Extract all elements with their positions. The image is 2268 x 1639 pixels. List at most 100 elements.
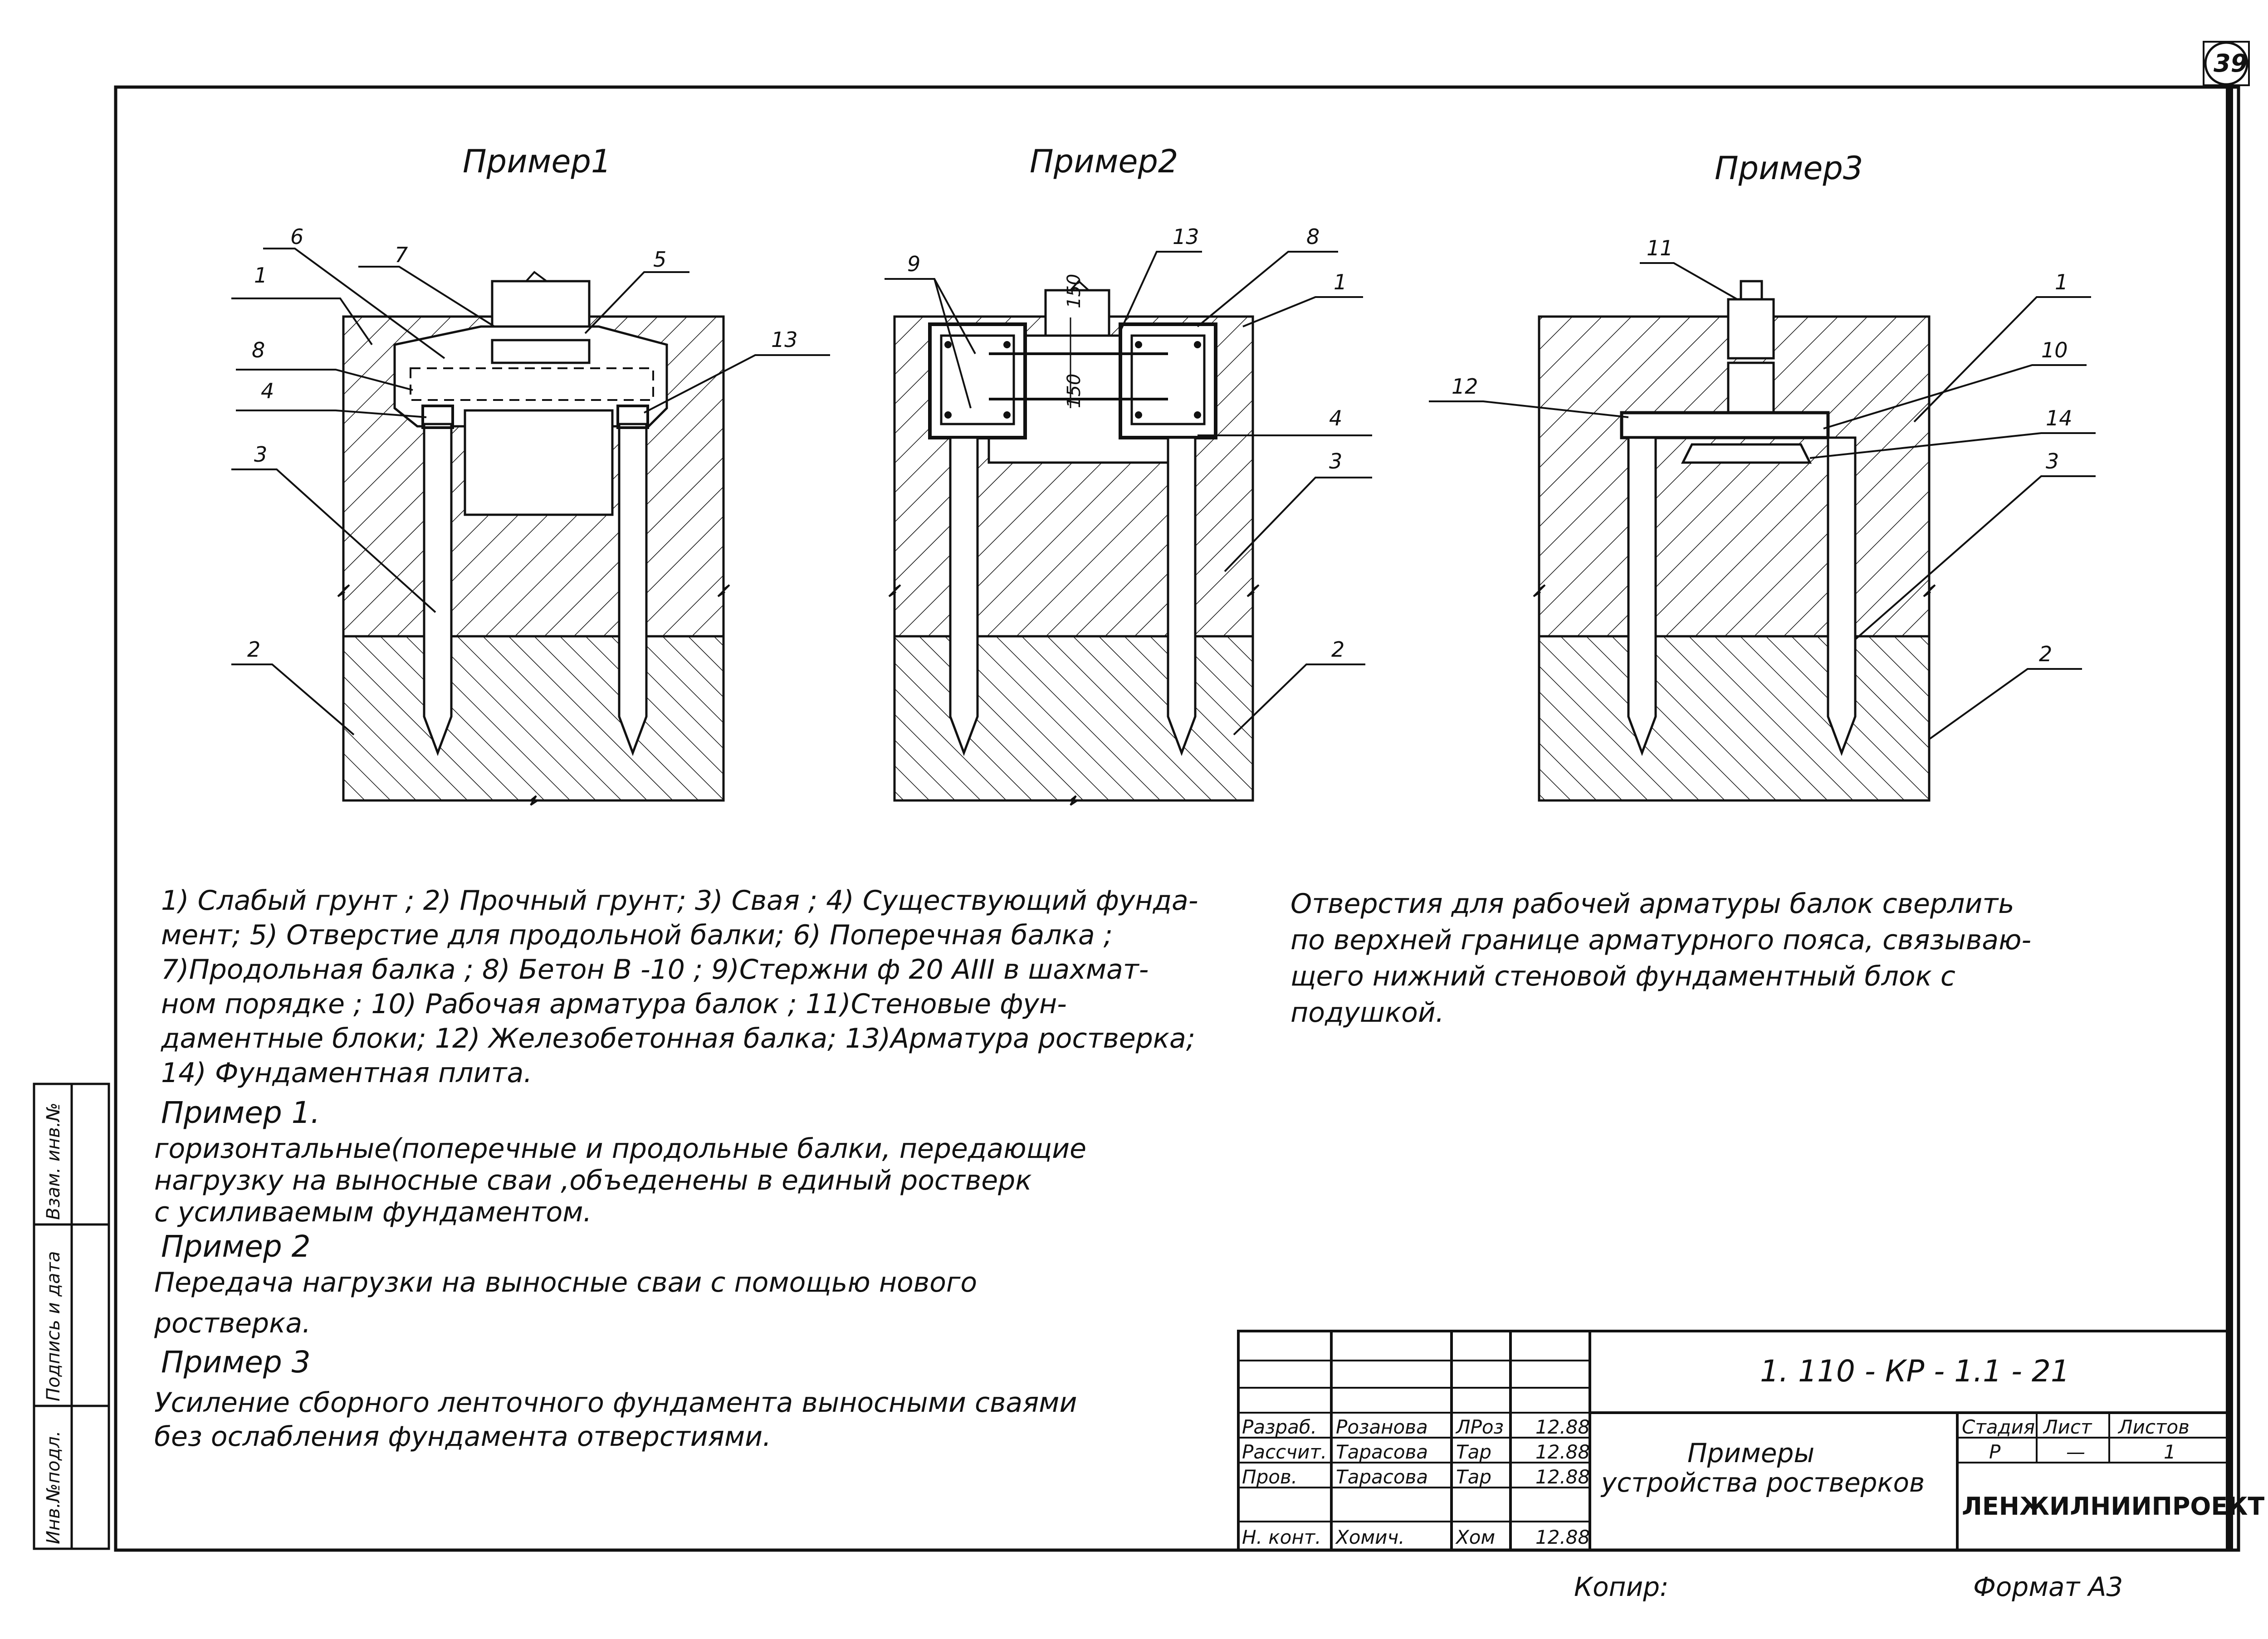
dimension-ex2-bottom: 150 [1064, 373, 1085, 408]
copied-label: Копир: [1574, 1571, 1669, 1602]
dimension-ex2-top: 150 [1064, 273, 1085, 308]
callout-ex3-2: 2 [2039, 642, 2053, 666]
callout-ex1-6: 6 [290, 224, 304, 249]
tb-sign-4: Хом [1456, 1526, 1496, 1548]
callout-ex1-2: 2 [247, 637, 261, 662]
tb-role-1: Разраб. [1242, 1416, 1317, 1438]
tb-sign-1: ЛРоз [1456, 1416, 1504, 1438]
callout-ex1-1: 1 [254, 263, 268, 288]
callout-ex1-5: 5 [653, 247, 667, 272]
callout-ex3-12: 12 [1452, 374, 1478, 399]
tb-organization: ЛЕНЖИЛНИИПРОЕКТ [1962, 1492, 2265, 1521]
drawing-title-2: Пример2 [1030, 143, 1178, 180]
example-2-line-2: ростверка. [154, 1307, 311, 1339]
callout-ex2-3: 3 [1329, 449, 1343, 473]
tb-name-3: Тарасова [1336, 1466, 1428, 1488]
example-2-heading: Пример 2 [161, 1229, 311, 1264]
callout-ex1-7: 7 [395, 243, 408, 267]
ex1-pile-right [618, 423, 648, 756]
drawing-title-1: Пример1 [463, 143, 611, 180]
callout-ex2-9: 9 [907, 252, 921, 276]
example-1-heading: Пример 1. [161, 1095, 320, 1130]
ex3-pile-right [1827, 436, 1857, 756]
ex2-pile-left [949, 436, 979, 756]
right-note-line-4: подушкой. [1290, 997, 1444, 1029]
ex3-pile-left [1627, 436, 1657, 756]
ex2-strong-soil [893, 635, 1254, 802]
sheet-frame [114, 85, 2240, 1552]
tb-role-4: Н. конт. [1242, 1526, 1321, 1548]
example-1-line-1: горизонтальные(поперечные и продольные б… [154, 1133, 1087, 1165]
legend-line-2: мент; 5) Отверстие для продольной балки;… [161, 919, 1113, 951]
format-label: Формат А3 [1973, 1571, 2123, 1602]
ex3-rc-beam [1620, 411, 1830, 439]
callout-ex1-13: 13 [771, 327, 798, 352]
example-1-drawing [231, 248, 830, 806]
tb-sheets: 1 [2164, 1441, 2176, 1463]
side-stamp-inv: Инв.№подл. [43, 1430, 64, 1544]
title-block-grid [1237, 1330, 2231, 1551]
legend-line-5: даментные блоки; 12) Железобетонная балк… [161, 1023, 1196, 1054]
callout-ex1-8: 8 [252, 338, 265, 362]
callout-ex2-1: 1 [1334, 270, 1347, 294]
side-stamp-frame [33, 1083, 110, 1550]
callout-ex1-3: 3 [254, 442, 268, 467]
doc-code: 1. 110 - КР - 1.1 - 21 [1760, 1354, 2070, 1389]
side-stamp-replace: Взам. инв.№ [43, 1102, 64, 1220]
tb-description-2: устройства ростверков [1601, 1467, 1925, 1498]
legend-line-4: ном порядке ; 10) Рабочая арматура балок… [161, 988, 1067, 1020]
tb-sheet-header: Лист [2043, 1416, 2092, 1438]
ex1-strong-soil [342, 635, 725, 802]
ex1-pile-left [423, 423, 453, 756]
tb-name-4: Хомич. [1336, 1526, 1405, 1548]
ex2-wall [1044, 289, 1110, 337]
callout-ex3-1: 1 [2055, 270, 2068, 294]
example-3-line-2: без ослабления фундамента отверстиями. [154, 1421, 772, 1453]
tb-sheet: — [2066, 1441, 2085, 1463]
callout-ex3-11: 11 [1647, 236, 1673, 260]
legend-line-1: 1) Слабый грунт ; 2) Прочный грунт; 3) С… [161, 885, 1198, 917]
callout-ex1-4: 4 [261, 379, 274, 403]
tb-sign-2: Тар [1456, 1441, 1492, 1463]
ex1-cross-beam [393, 325, 668, 428]
drawing-title-3: Пример3 [1715, 150, 1863, 187]
example-1-line-3: с усиливаемым фундаментом. [154, 1196, 592, 1228]
callout-ex2-13: 13 [1173, 224, 1199, 249]
tb-role-3: Пров. [1242, 1466, 1298, 1488]
page-number: 39 [2214, 49, 2248, 78]
tb-date-3: 12.88 [1535, 1466, 1590, 1488]
ex3-foundation-slab [1681, 443, 1812, 464]
legend-line-6: 14) Фундаментная плита. [161, 1057, 533, 1089]
callout-ex2-4: 4 [1329, 406, 1343, 430]
tb-description-1: Примеры [1687, 1438, 1815, 1468]
example-3-drawing [1429, 262, 2096, 802]
ex1-foundation [464, 409, 614, 516]
side-stamp-signature: Подпись и дата [43, 1251, 64, 1401]
page-number-box [2203, 41, 2250, 86]
right-note-line-3: щего нижний стеновой фундаментный блок с [1290, 961, 1955, 992]
ex3-wall-block-top [1727, 298, 1775, 360]
ex3-strong-soil [1538, 635, 1931, 802]
tb-date-2: 12.88 [1535, 1441, 1590, 1463]
callout-ex3-10: 10 [2041, 338, 2068, 362]
tb-stage: Р [1989, 1441, 2001, 1463]
ex2-pile-right [1167, 436, 1197, 756]
example-2-drawing [885, 251, 1372, 806]
tb-sheets-header: Листов [2118, 1416, 2190, 1438]
tb-stage-header: Стадия [1962, 1416, 2035, 1438]
tb-name-1: Розанова [1336, 1416, 1428, 1438]
right-note-line-2: по верхней границе арматурного пояса, св… [1290, 924, 2032, 956]
tb-date-1: 12.88 [1535, 1416, 1590, 1438]
right-note-line-1: Отверстия для рабочей арматуры балок све… [1290, 888, 2014, 920]
legend-line-3: 7)Продольная балка ; 8) Бетон В -10 ; 9)… [161, 954, 1149, 985]
example-3-line-1: Усиление сборного ленточного фундамента … [154, 1387, 1077, 1419]
ex1-longitudinal-beam [410, 367, 654, 401]
ex2-grillage-left [928, 322, 1027, 439]
tb-role-2: Рассчит. [1242, 1441, 1327, 1463]
ex2-grillage-right [1119, 322, 1217, 439]
callout-ex3-3: 3 [2046, 449, 2059, 473]
tb-name-2: Тарасова [1336, 1441, 1428, 1463]
example-2-line-1: Передача нагрузки на выносные сваи с пом… [154, 1267, 978, 1298]
example-1-line-2: нагрузку на выносные сваи ,объеденены в … [154, 1165, 1032, 1196]
